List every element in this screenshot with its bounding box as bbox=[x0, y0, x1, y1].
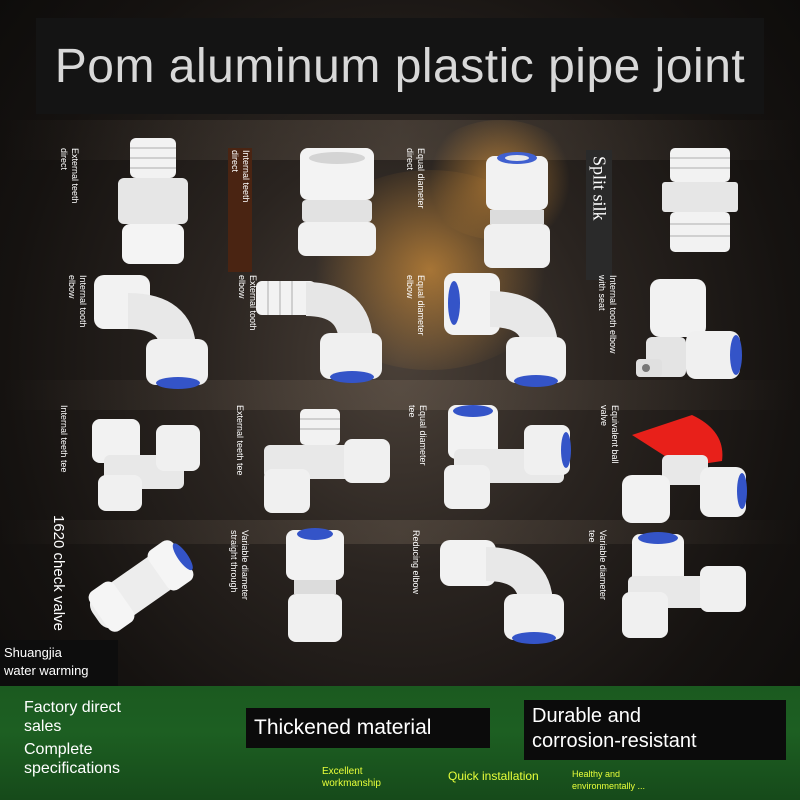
durable-line: corrosion-resistant bbox=[532, 730, 697, 752]
ball-valve-fitting-icon bbox=[622, 411, 752, 531]
product-label: Equal diameter direct bbox=[405, 148, 426, 209]
product-label: External teeth direct bbox=[59, 148, 80, 204]
product-equal-diameter-elbow: Equal diameter elbow bbox=[404, 273, 574, 403]
product-label: Equal diameter elbow bbox=[405, 275, 426, 336]
tag-line: Healthy and bbox=[572, 769, 621, 779]
female-tee-fitting-icon bbox=[86, 415, 206, 515]
product-equal-diameter-tee: Equal diameter tee bbox=[404, 405, 574, 533]
product-label: Equal diameter tee bbox=[407, 405, 428, 466]
brand-name: Shuangjia bbox=[4, 645, 62, 660]
tag-line: Excellent bbox=[322, 766, 363, 777]
straight-union-fitting-icon bbox=[480, 148, 560, 268]
product-equal-diameter-direct: Equal diameter direct bbox=[404, 148, 574, 276]
equal-tee-fitting-icon bbox=[444, 405, 574, 515]
tag-quick-installation: Quick installation bbox=[448, 770, 539, 782]
product-label: Internal tooth elbow with seat bbox=[597, 275, 618, 354]
reducing-tee-fitting-icon bbox=[622, 530, 752, 650]
check-valve-label: 1620 check valve bbox=[50, 515, 67, 631]
product-reducing-elbow: Reducing elbow bbox=[404, 530, 574, 658]
thickened-material-box: Thickened material bbox=[246, 708, 490, 748]
tag-excellent-workmanship: Excellent workmanship bbox=[322, 766, 381, 790]
product-equivalent-ball-valve: Equivalent ball valve bbox=[586, 405, 756, 533]
footer-line: sales bbox=[24, 718, 62, 735]
male-elbow-fitting-icon bbox=[256, 275, 386, 385]
seated-elbow-fitting-icon bbox=[636, 275, 746, 395]
product-label: Internal tooth elbow bbox=[67, 275, 88, 328]
reducing-elbow-fitting-icon bbox=[440, 530, 570, 650]
footer-line: Complete bbox=[24, 741, 93, 758]
product-external-teeth-tee: External teeth tee bbox=[228, 405, 398, 533]
product-variable-diameter-straight-through: Variable diameter straight through bbox=[228, 528, 398, 658]
product-label: Variable diameter tee bbox=[587, 530, 608, 600]
footer-line: specifications bbox=[24, 760, 121, 777]
tag-healthy: Healthy and environmentally ... bbox=[572, 768, 645, 792]
product-hex-nipple bbox=[650, 148, 800, 276]
durable-box: Durable and corrosion-resistant bbox=[524, 700, 786, 760]
footer-left-text: Factory direct sales Complete specificat… bbox=[24, 698, 121, 778]
product-internal-teeth-direct: Internal teeth direct bbox=[228, 148, 398, 276]
thickened-material-text: Thickened material bbox=[254, 716, 432, 739]
hex-nipple-fitting-icon bbox=[660, 148, 740, 258]
check-valve-fitting-icon bbox=[76, 526, 206, 646]
footer-line: Factory direct bbox=[24, 699, 121, 716]
product-label: Variable diameter straight through bbox=[229, 530, 250, 600]
product-internal-tooth-elbow: Internal tooth elbow bbox=[58, 275, 228, 403]
product-internal-teeth-tee: Internal teeth tee bbox=[58, 405, 228, 533]
tag-line: Quick installation bbox=[448, 769, 539, 783]
male-tee-fitting-icon bbox=[264, 409, 394, 519]
brand-tagline: water warming bbox=[4, 663, 89, 678]
product-internal-tooth-elbow-with-seat: Internal tooth elbow with seat bbox=[586, 275, 756, 403]
page-title: Pom aluminum plastic pipe joint bbox=[54, 39, 746, 93]
split-silk-label: Split silk bbox=[586, 150, 612, 280]
product-external-tooth-elbow: External tooth elbow bbox=[228, 275, 398, 403]
reducer-straight-fitting-icon bbox=[282, 526, 362, 646]
straight-male-fitting-icon bbox=[108, 138, 208, 268]
durable-line: Durable and bbox=[532, 705, 641, 727]
product-label: External teeth tee bbox=[235, 405, 245, 476]
product-check-valve bbox=[76, 526, 246, 654]
title-bar: Pom aluminum plastic pipe joint bbox=[36, 18, 764, 114]
straight-female-fitting-icon bbox=[294, 148, 384, 258]
tag-line: environmentally ... bbox=[572, 781, 646, 791]
product-label: Reducing elbow bbox=[411, 530, 421, 595]
female-elbow-fitting-icon bbox=[88, 271, 218, 391]
product-label: Internal teeth tee bbox=[59, 405, 69, 473]
product-label: External tooth elbow bbox=[237, 275, 258, 331]
product-label: Equivalent ball valve bbox=[599, 405, 620, 464]
product-variable-diameter-tee: Variable diameter tee bbox=[586, 530, 756, 658]
equal-elbow-fitting-icon bbox=[440, 269, 570, 389]
product-label: Internal teeth direct bbox=[228, 148, 252, 272]
brand-box: Shuangjia water warming bbox=[0, 640, 118, 686]
tag-line: workmanship bbox=[322, 778, 381, 789]
background-beam bbox=[0, 380, 800, 410]
product-external-teeth-direct: External teeth direct bbox=[58, 138, 228, 276]
